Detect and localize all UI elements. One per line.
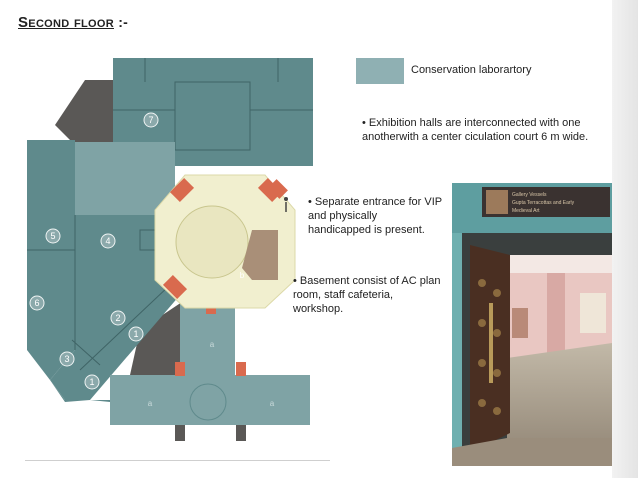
- accessibility-icon: [284, 197, 288, 201]
- plan-circle: [189, 383, 227, 421]
- plan-dark-area-bottom: [130, 300, 185, 375]
- hall-number-1b: 1: [89, 377, 94, 387]
- door-ornament: [478, 319, 486, 327]
- hall-number-3: 3: [64, 354, 69, 364]
- entrance-room: [257, 177, 283, 203]
- title-separator: :-: [118, 14, 129, 30]
- inner-gallery-floor: [507, 343, 612, 466]
- inner-display-case: [512, 308, 528, 338]
- gallery-light-area: [75, 142, 175, 217]
- page-edge-shadow: [612, 0, 638, 478]
- gallery-sign-image: [486, 190, 508, 214]
- hall-marker-7: [143, 112, 159, 128]
- door-handle: [489, 303, 493, 383]
- photo-floor: [452, 438, 612, 466]
- court-label-a-right: a: [270, 399, 275, 408]
- court-label-a-top: a: [210, 340, 215, 349]
- plan-wall: [79, 284, 171, 371]
- legend-label: Conservation laborartory: [411, 64, 532, 76]
- door-ornament: [493, 289, 501, 297]
- slide: Second floor :-: [18, 14, 612, 466]
- hall-marker-1b: [84, 374, 100, 390]
- inner-gallery-pillar: [547, 273, 565, 373]
- inner-gallery-opening: [580, 293, 606, 333]
- entrance-room: [162, 274, 188, 300]
- court-label-a-left: a: [148, 399, 153, 408]
- court-circle: [175, 205, 249, 279]
- title-text: Second floor: [18, 14, 114, 31]
- entrance-pillar: [236, 362, 246, 376]
- gallery-entrance-photo: Gallery Vessels Gupta Terracottas and Ea…: [452, 183, 612, 466]
- court-room-b: [242, 230, 278, 280]
- hall-marker-2: [110, 310, 126, 326]
- sign-line-3: Medieval Art: [512, 208, 540, 214]
- entrance-pillar: [175, 362, 185, 376]
- legend-swatch-conservation: [356, 58, 404, 84]
- note-exhibition-halls: • Exhibition halls are interconnected wi…: [362, 117, 589, 143]
- footer-rule: [25, 460, 330, 461]
- photo-left-wall: [452, 233, 462, 466]
- hall-marker-5: [45, 228, 61, 244]
- hall-number-markers: [29, 112, 159, 390]
- hall-number-7: 7: [148, 115, 153, 125]
- court-label-b: b: [240, 271, 245, 280]
- sign-line-2: Gupta Terracottas and Early: [512, 200, 575, 206]
- hall-marker-4: [100, 233, 116, 249]
- note-vip-entrance: • Separate entrance for VIP and physical…: [308, 196, 442, 236]
- plan-dark-area-top: [55, 80, 120, 145]
- hall-number-4: 4: [105, 236, 110, 246]
- page-title: Second floor :-: [18, 14, 128, 31]
- hall-marker-6: [29, 295, 45, 311]
- exit-block: [236, 425, 246, 441]
- hall-marker-3: [59, 351, 75, 367]
- plan-wall: [71, 339, 101, 366]
- inner-gallery-ceiling: [507, 255, 612, 273]
- gallery-hall-5: [27, 140, 75, 250]
- hall-number-1: 1: [133, 329, 138, 339]
- exit-block: [175, 425, 185, 441]
- sign-line-1: Gallery Vessels: [512, 192, 547, 198]
- hall-number-5: 5: [50, 231, 55, 241]
- entrance-room: [169, 177, 195, 203]
- hall-marker-1: [128, 326, 144, 342]
- door-ornament: [493, 369, 501, 377]
- note-basement: • Basement consist of AC plan room, staf…: [293, 275, 441, 315]
- door-ornaments: [478, 279, 501, 415]
- door-ornament: [478, 279, 486, 287]
- door-ornament: [478, 399, 486, 407]
- gallery-bottom: [110, 375, 310, 425]
- gallery-hall-4: [75, 215, 160, 280]
- floor-plan: 7 5 4 6 2 1 3 1 a a a b: [27, 58, 313, 441]
- hall-number-6: 6: [34, 298, 39, 308]
- hall-number-2: 2: [115, 313, 120, 323]
- door-ornament: [478, 359, 486, 367]
- door-ornament: [493, 329, 501, 337]
- gallery-hall-7-inner: [174, 81, 251, 151]
- entrance-room: [268, 179, 288, 199]
- gallery-hall-6: [27, 250, 75, 380]
- gallery-diagonal-hall: [50, 280, 180, 400]
- door-ornament: [493, 407, 501, 415]
